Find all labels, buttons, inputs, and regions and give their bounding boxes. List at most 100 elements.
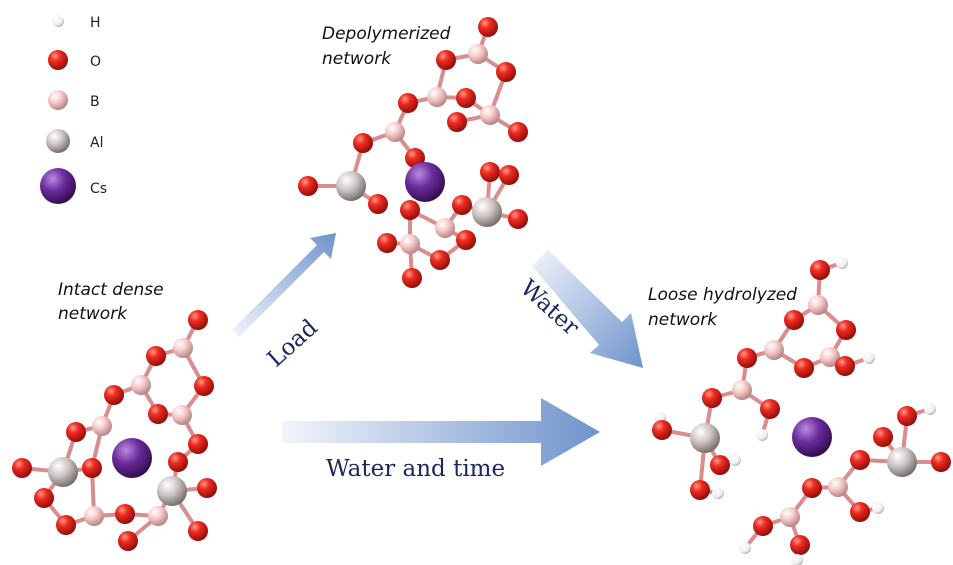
atom-b <box>427 87 447 107</box>
water-time-arrow <box>282 398 600 466</box>
atom-o <box>456 230 476 250</box>
atom-o <box>835 356 855 376</box>
intact-network-label: Intact dense network <box>58 280 169 324</box>
atom-b <box>435 218 455 238</box>
atom-o <box>737 348 757 368</box>
atom-b <box>385 122 405 142</box>
atom-o <box>456 88 476 108</box>
legend: H O B Al Cs <box>40 15 107 204</box>
legend-cs-label: Cs <box>90 181 107 197</box>
atom-o <box>690 480 710 500</box>
atom-o <box>508 209 528 229</box>
atom-b <box>480 105 500 125</box>
intact-network-molecule <box>12 310 217 551</box>
atom-o <box>368 194 388 214</box>
loose-label-line1: Loose hydrolyzed <box>648 285 797 305</box>
atom-al <box>472 197 502 227</box>
loose-label-line2: network <box>648 310 718 330</box>
atom-al <box>48 457 78 487</box>
atom-o <box>34 488 54 508</box>
loose-network-label: Loose hydrolyzed network <box>648 285 802 330</box>
atom-b <box>780 507 800 527</box>
atom-b <box>764 340 784 360</box>
atom-o <box>873 427 893 447</box>
atom-o <box>353 133 373 153</box>
atom-o <box>794 358 814 378</box>
load-arrow-label: Load <box>263 314 323 372</box>
atom-o <box>115 504 135 524</box>
atom-o <box>784 310 804 330</box>
atom-o <box>12 458 32 478</box>
loose-hydrolyzed-network-molecule <box>652 257 951 565</box>
atom-h <box>729 454 741 466</box>
legend-al-atom <box>46 129 70 153</box>
legend-b-label: B <box>90 94 100 110</box>
atom-o <box>652 420 672 440</box>
legend-b-atom <box>48 90 68 110</box>
water-arrow <box>532 250 643 368</box>
atom-o <box>168 452 188 472</box>
atom-b <box>820 347 840 367</box>
atom-o <box>478 17 498 37</box>
atom-h <box>863 352 875 364</box>
atom-o <box>436 50 456 70</box>
atom-o <box>710 455 730 475</box>
atom-h <box>791 554 803 565</box>
atom-o <box>802 478 822 498</box>
intact-label-line2: network <box>58 304 128 324</box>
depolymerized-network-molecule <box>298 17 528 288</box>
atom-o <box>104 385 124 405</box>
atom-b <box>468 44 488 64</box>
atom-o <box>810 260 830 280</box>
atom-cs <box>405 162 445 202</box>
atom-al <box>887 447 917 477</box>
atom-b <box>172 405 192 425</box>
atom-o <box>298 176 318 196</box>
atom-o <box>452 195 472 215</box>
atom-h <box>756 429 768 441</box>
atom-h <box>836 257 848 269</box>
atom-al <box>690 423 720 453</box>
atom-h <box>872 502 884 514</box>
atom-o <box>82 458 102 478</box>
atom-o <box>146 346 166 366</box>
legend-al-label: Al <box>90 135 103 151</box>
atom-b <box>84 506 104 526</box>
water-time-arrow-label: Water and time <box>326 456 505 482</box>
atom-o <box>931 452 951 472</box>
atom-o <box>496 62 516 82</box>
load-arrow <box>232 233 336 337</box>
atom-cs <box>112 438 152 478</box>
atom-cs <box>792 417 832 457</box>
atom-b <box>732 380 752 400</box>
atom-o <box>836 320 856 340</box>
atom-h <box>712 487 724 499</box>
atom-o <box>197 478 217 498</box>
atom-o <box>480 162 500 182</box>
atom-o <box>56 515 76 535</box>
atom-o <box>430 250 450 270</box>
depolymerized-network-label: Depolymerized network <box>322 24 456 69</box>
atom-h <box>739 542 751 554</box>
atom-o <box>188 310 208 330</box>
atom-b <box>808 295 828 315</box>
atom-o <box>499 165 519 185</box>
atom-b <box>828 477 848 497</box>
atom-o <box>188 434 208 454</box>
atom-b <box>148 506 168 526</box>
atom-o <box>402 268 422 288</box>
legend-h-label: H <box>90 15 101 31</box>
atom-o <box>508 122 528 142</box>
atom-o <box>148 404 168 424</box>
atom-o <box>188 521 208 541</box>
atom-o <box>702 388 722 408</box>
atom-o <box>790 535 810 555</box>
atom-o <box>850 450 870 470</box>
legend-h-atom <box>52 15 64 27</box>
depolymerized-label-line1: Depolymerized <box>322 24 451 44</box>
intact-label-line1: Intact dense <box>58 280 164 300</box>
atom-o <box>760 399 780 419</box>
atom-h <box>924 403 936 415</box>
legend-o-atom <box>48 50 68 70</box>
